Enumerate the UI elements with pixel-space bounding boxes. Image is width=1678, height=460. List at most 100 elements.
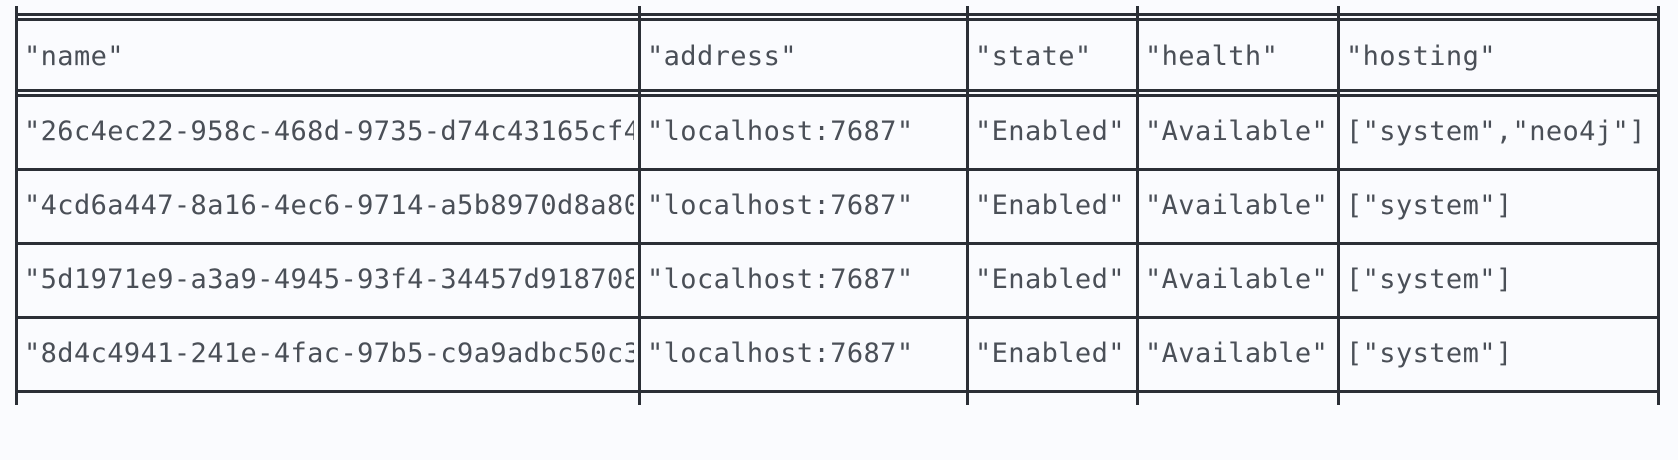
rule-junction-tick: [966, 378, 969, 405]
rule-junction-tick: [1337, 378, 1340, 405]
column-header-name: "name": [24, 40, 124, 72]
rule-junction-tick: [966, 6, 969, 33]
column-separator: [15, 26, 18, 86]
rule-junction-tick: [15, 6, 18, 33]
cell-name: "5d1971e9-a3a9-4945-93f4-34457d918708": [24, 263, 634, 295]
column-separator: [15, 250, 18, 308]
cell-address: "localhost:7687": [647, 189, 914, 221]
rule-junction-tick: [638, 304, 641, 331]
query-result-table: "name""address""state""health""hosting""…: [15, 6, 1660, 405]
rule-junction-tick: [1136, 6, 1139, 33]
column-separator: [1657, 102, 1660, 160]
column-separator: [638, 102, 641, 160]
column-separator: [1337, 26, 1340, 86]
column-separator: [1136, 324, 1139, 382]
rule-junction-tick: [1657, 6, 1660, 33]
rule-junction-tick: [15, 82, 18, 109]
rule-line: [15, 316, 1657, 319]
cell-hosting: ["system"]: [1346, 337, 1513, 369]
rule-junction-tick: [638, 378, 641, 405]
cell-name: "26c4ec22-958c-468d-9735-d74c43165cf4": [24, 115, 634, 147]
rule-junction-tick: [638, 6, 641, 33]
column-separator: [966, 176, 969, 234]
cell-address: "localhost:7687": [647, 337, 914, 369]
cell-state: "Enabled": [975, 263, 1125, 295]
column-separator: [1657, 26, 1660, 86]
cell-name: "4cd6a447-8a16-4ec6-9714-a5b8970d8a80": [24, 189, 634, 221]
column-separator: [1337, 324, 1340, 382]
rule-junction-tick: [638, 82, 641, 109]
rule-junction-tick: [1657, 378, 1660, 405]
column-header-health: "health": [1145, 40, 1279, 72]
cell-state: "Enabled": [975, 189, 1125, 221]
rule-junction-tick: [15, 156, 18, 183]
cell-state: "Enabled": [975, 337, 1125, 369]
cell-hosting: ["system"]: [1346, 189, 1513, 221]
cell-state: "Enabled": [975, 115, 1125, 147]
rule-line: [15, 18, 1657, 21]
column-separator: [638, 324, 641, 382]
column-header-state: "state": [975, 40, 1092, 72]
rule-junction-tick: [638, 230, 641, 257]
column-separator: [966, 26, 969, 86]
table-row: "5d1971e9-a3a9-4945-93f4-34457d918708""l…: [15, 242, 1660, 316]
column-separator: [1337, 250, 1340, 308]
column-separator: [1657, 250, 1660, 308]
table-row: "8d4c4941-241e-4fac-97b5-c9a9adbc50c3" "l…: [15, 316, 1660, 390]
cell-name: "8d4c4941-241e-4fac-97b5-c9a9adbc50c3": [24, 337, 634, 369]
rule-line-upper: [15, 89, 1657, 92]
cell-hosting: ["system"]: [1346, 263, 1513, 295]
rule-junction-tick: [1136, 304, 1139, 331]
cell-health: "Available": [1145, 263, 1329, 295]
column-separator: [966, 102, 969, 160]
rule-junction-tick: [1657, 156, 1660, 183]
rule-junction-tick: [966, 230, 969, 257]
table-header-row: "name" "address" "state" "health" "hosting": [15, 18, 1660, 94]
column-separator: [1337, 102, 1340, 160]
rule-junction-tick: [1657, 82, 1660, 109]
rule-junction-tick: [1337, 304, 1340, 331]
rule-junction-tick: [1136, 378, 1139, 405]
cell-health: "Available": [1145, 189, 1329, 221]
rule-junction-tick: [1337, 156, 1340, 183]
column-separator: [966, 324, 969, 382]
rule-junction-tick: [1337, 230, 1340, 257]
rule-junction-tick: [15, 304, 18, 331]
rule-line-upper: [15, 13, 1657, 16]
rule-junction-tick: [1657, 304, 1660, 331]
rule-line: [15, 94, 1657, 97]
cell-health: "Available": [1145, 337, 1329, 369]
column-separator: [1136, 176, 1139, 234]
rule-junction-tick: [1136, 82, 1139, 109]
column-separator: [15, 324, 18, 382]
rule-junction-tick: [1337, 6, 1340, 33]
rule-line: [15, 390, 1657, 393]
column-separator: [15, 102, 18, 160]
rule-junction-tick: [1136, 156, 1139, 183]
column-separator: [638, 250, 641, 308]
rule-junction-tick: [15, 230, 18, 257]
column-separator: [638, 176, 641, 234]
column-separator: [15, 176, 18, 234]
table-row: "4cd6a447-8a16-4ec6-9714-a5b8970d8a80" "l…: [15, 168, 1660, 242]
column-separator: [966, 250, 969, 308]
column-header-hosting: "hosting": [1346, 40, 1496, 72]
column-separator: [1136, 102, 1139, 160]
rule-junction-tick: [638, 156, 641, 183]
column-separator: [1657, 324, 1660, 382]
table-row: "26c4ec22-958c-468d-9735-d74c43165cf4" "l…: [15, 94, 1660, 168]
rule-junction-tick: [15, 378, 18, 405]
column-separator: [1337, 176, 1340, 234]
column-header-address: "address": [647, 40, 797, 72]
column-separator: [1136, 250, 1139, 308]
cell-hosting: ["system","neo4j"]: [1346, 115, 1646, 147]
column-separator: [1657, 176, 1660, 234]
rule-junction-tick: [1337, 82, 1340, 109]
cell-health: "Available": [1145, 115, 1329, 147]
column-separator: [1136, 26, 1139, 86]
rule-junction-tick: [1136, 230, 1139, 257]
rule-junction-tick: [1657, 230, 1660, 257]
cell-address: "localhost:7687": [647, 115, 914, 147]
rule-junction-tick: [966, 304, 969, 331]
rule-junction-tick: [966, 156, 969, 183]
